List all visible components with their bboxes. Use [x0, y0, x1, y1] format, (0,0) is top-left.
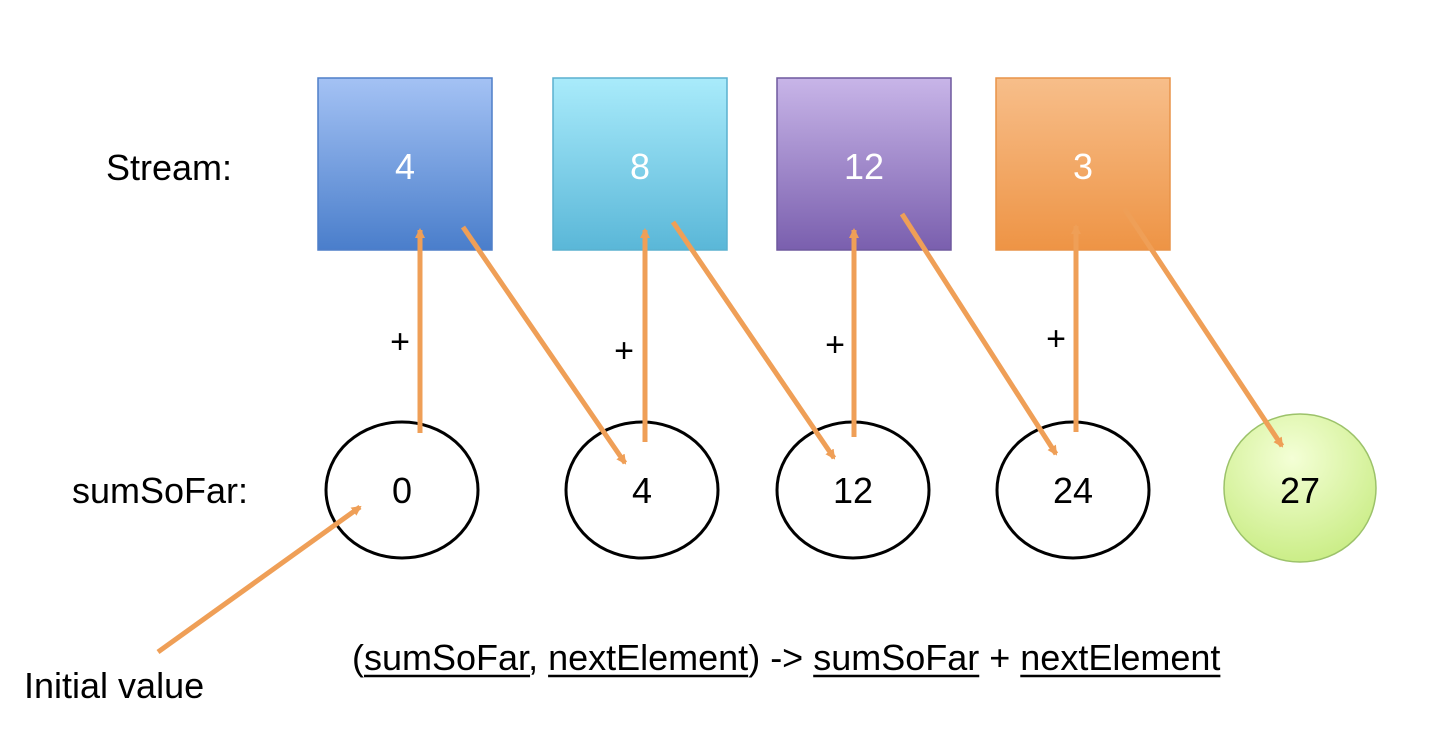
formula-plus: +: [979, 637, 1020, 678]
stream-value-3: 3: [1073, 146, 1093, 187]
sum-circle-1: [564, 420, 720, 560]
sum-value-3: 24: [1053, 470, 1093, 511]
formula-close-paren: ): [748, 637, 760, 678]
initial-value-label: Initial value: [24, 665, 204, 706]
plus-sign-1: +: [614, 332, 634, 370]
formula-arg1: sumSoFar: [364, 637, 530, 678]
plus-sign-0: +: [390, 323, 410, 361]
diag-arrow-1: [670, 220, 837, 460]
plus-sign-3: +: [1046, 320, 1066, 358]
diag-arrow-0: [460, 225, 628, 465]
diag-arrow-2: [899, 212, 1059, 456]
stream-value-1: 8: [630, 146, 650, 187]
stream-box-2: [776, 77, 952, 251]
sum-circle-0: [324, 420, 480, 560]
formula-comma: ,: [528, 637, 548, 678]
sum-so-far-label: sumSoFar:: [72, 470, 248, 511]
stream-value-0: 4: [395, 146, 415, 187]
initial-value-arrow: [156, 504, 362, 655]
sum-value-1: 4: [632, 470, 652, 511]
formula-arg2: nextElement: [548, 637, 748, 678]
stream-box-3: [995, 77, 1171, 251]
formula-term1: sumSoFar: [813, 637, 979, 678]
result-value: 27: [1280, 470, 1320, 511]
formula: (sumSoFar, nextElement) -> sumSoFar + ne…: [352, 637, 1220, 678]
sum-value-0: 0: [392, 470, 412, 511]
sum-value-2: 12: [833, 470, 873, 511]
stream-box-1: [552, 77, 728, 251]
formula-term2: nextElement: [1020, 637, 1220, 678]
stream-label: Stream:: [106, 147, 232, 188]
formula-arrow: ->: [760, 637, 813, 678]
formula-open-paren: (: [352, 637, 364, 678]
stream-box-0: [317, 77, 493, 251]
diag-arrow-3: [1121, 206, 1285, 448]
sum-circle-3: [995, 420, 1151, 560]
result-circle: [1223, 413, 1377, 563]
stream-value-2: 12: [844, 146, 884, 187]
plus-sign-2: +: [825, 326, 845, 364]
